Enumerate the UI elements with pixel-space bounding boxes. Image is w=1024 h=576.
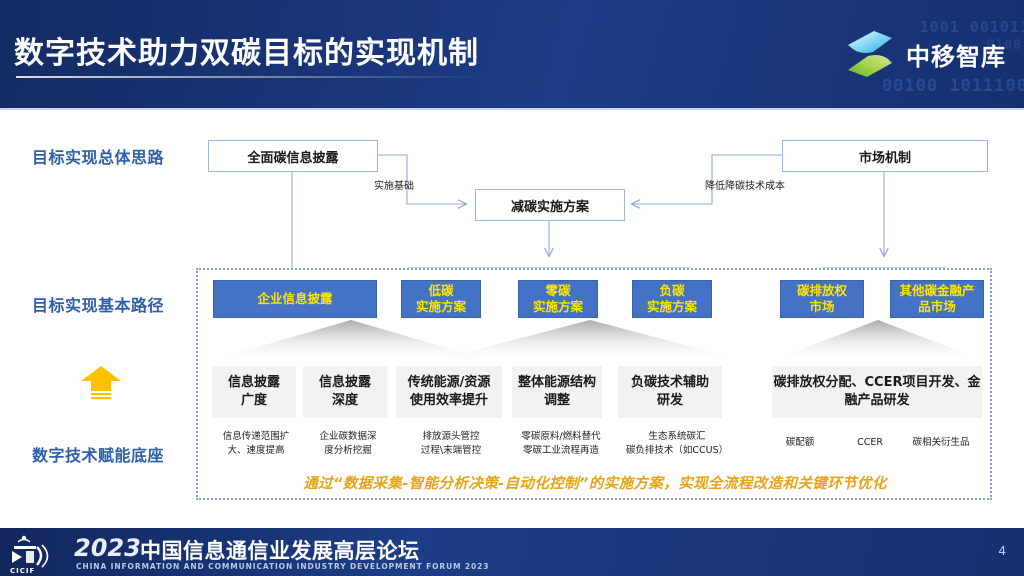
page-number: 4	[998, 544, 1006, 558]
sub-text-carbon-derivatives: 碳相关衍生品	[912, 437, 970, 448]
sub-text-ecosystem-sink: 生态系统碳汇碳负排技术（如CCUS）	[625, 431, 729, 456]
page-title: 数字技术助力双碳目标的实现机制	[14, 36, 479, 71]
cicif-logo-icon	[6, 532, 68, 574]
rail-label-digital-foundation: 数字技术赋能底座	[31, 446, 164, 465]
path-box-other-carbon-finance-market[interactable]: 其他碳金融产品市场	[890, 280, 984, 318]
flow-box-market-mechanism[interactable]: 市场机制	[782, 140, 988, 172]
sub-text-carbon-quota: 碳配额	[785, 437, 815, 448]
flow-edge-label-implementation-basis: 实施基础	[374, 181, 414, 192]
path-box-enterprise-disclosure[interactable]: 企业信息披露	[213, 280, 377, 318]
rail-label-overall-approach: 目标实现总体思路	[31, 148, 164, 167]
path-box-zero-carbon-plan[interactable]: 零碳实施方案	[518, 280, 598, 318]
cicif-abbr: CICIF	[10, 567, 36, 575]
path-box-low-carbon-plan[interactable]: 低碳实施方案	[401, 280, 481, 318]
path-box-negative-carbon-plan[interactable]: 负碳实施方案	[632, 280, 712, 318]
zhongyi-zhiku-logo-icon	[843, 27, 897, 81]
detail-box-carbon-allocation-ccer-finance[interactable]: 碳排放权分配、CCER项目开发、金融产品研发	[772, 366, 982, 418]
detail-box-negative-carbon-rd[interactable]: 负碳技术辅助研发	[618, 366, 722, 418]
detail-box-disclosure-depth[interactable]: 信息披露深度	[303, 366, 387, 418]
brand-name: 中移智库	[906, 42, 1006, 71]
header-background	[0, 0, 1024, 110]
detail-box-energy-structure-adjustment[interactable]: 整体能源结构调整	[512, 366, 602, 418]
flow-edge-label-reduce-cost: 降低降碳技术成本	[705, 181, 785, 192]
footer-title-en: CHINA INFORMATION AND COMMUNICATION INDU…	[76, 562, 490, 571]
sub-text-zero-carbon-materials: 零碳原料/燃料替代零碳工业流程再造	[521, 431, 601, 456]
sub-text-ccer: CCER	[857, 437, 883, 448]
sub-text-disclosure-depth: 企业碳数据深度分析挖掘	[319, 431, 377, 456]
path-box-carbon-emission-rights-market[interactable]: 碳排放权市场	[780, 280, 864, 318]
binary-row-4: 00100 1011100	[881, 76, 1024, 96]
slide-footer: CICIF 2023 中国信息通信业发展高层论坛 CHINA INFORMATI…	[0, 528, 1024, 576]
rail-label-basic-path: 目标实现基本路径	[31, 296, 164, 315]
brand-lockup: 中移智库	[843, 27, 1006, 81]
summary-banner: 通过“数据采集-智能分析决策-自动化控制”的实施方案，实现全流程改造和关键环节优…	[303, 476, 887, 492]
footer-title-cn: 中国信息通信业发展高层论坛	[140, 539, 420, 563]
flow-box-full-carbon-disclosure[interactable]: 全面碳信息披露	[208, 140, 378, 172]
slide-header: 1001 001011 0100 0 00100 1011100 数字技术助力双…	[0, 0, 1024, 110]
binary-row-2: 0100	[986, 38, 1022, 53]
sub-text-source-control: 排放源头管控过程\末端管控	[420, 431, 482, 456]
binary-decoration: 1001 001011 0100 0 00100 1011100	[724, 0, 1024, 110]
flow-box-carbon-reduction-plan[interactable]: 减碳实施方案	[475, 189, 625, 221]
footer-year: 2023	[74, 534, 141, 562]
footer-background	[0, 528, 1024, 576]
detail-box-traditional-energy-efficiency[interactable]: 传统能源/资源使用效率提升	[396, 366, 502, 418]
up-arrow-icon	[80, 366, 122, 400]
binary-row-1: 1001 001011	[919, 18, 1024, 36]
detail-box-disclosure-breadth[interactable]: 信息披露广度	[212, 366, 296, 418]
title-underline	[16, 76, 480, 78]
header-bottom-rule	[0, 108, 1024, 110]
sub-text-disclosure-breadth: 信息传递范围扩大、速度提高	[222, 431, 290, 456]
